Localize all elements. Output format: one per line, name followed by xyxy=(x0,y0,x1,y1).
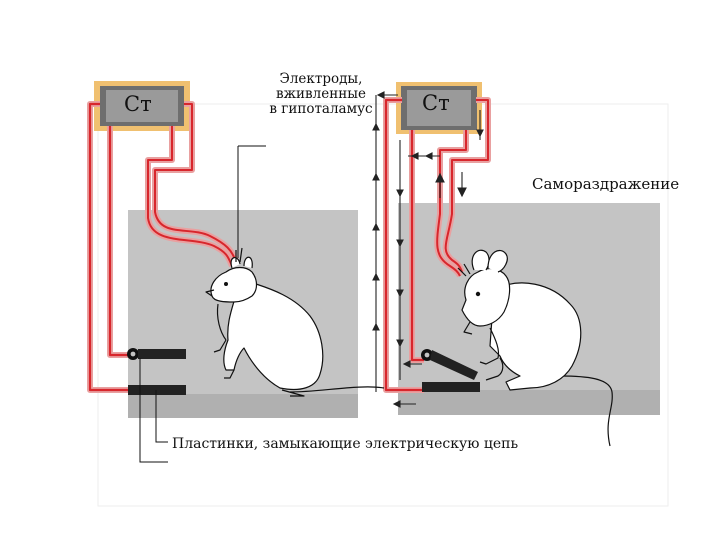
stimulator-left-label: Ст xyxy=(124,92,152,116)
current-flow-arrows xyxy=(372,91,484,408)
right-stimulator xyxy=(396,82,482,134)
plates-label: Пластинки, замыкающие электрическую цепь xyxy=(172,436,519,452)
right-floor-strip xyxy=(398,390,660,415)
plates-leader-lines xyxy=(139,358,168,463)
left-circuit-wires xyxy=(87,101,239,393)
right-lever xyxy=(421,349,480,392)
left-plates xyxy=(127,348,186,395)
right-rat xyxy=(457,249,613,447)
right-circuit-wires xyxy=(383,97,491,393)
electrodes-label: Электроды, вживленные в гипоталамус xyxy=(266,72,376,117)
electrodes-label-line-1: Электроды, xyxy=(279,71,363,87)
self-stimulation-label: Самораздражение xyxy=(532,175,680,193)
left-stimulator xyxy=(94,81,190,131)
electrodes-label-line-2: вживленные xyxy=(276,86,366,102)
left-floor-strip xyxy=(128,394,358,418)
left-rat xyxy=(205,247,385,397)
electrodes-label-line-3: в гипоталамус xyxy=(269,101,373,117)
stimulator-right-label: Ст xyxy=(422,91,450,115)
